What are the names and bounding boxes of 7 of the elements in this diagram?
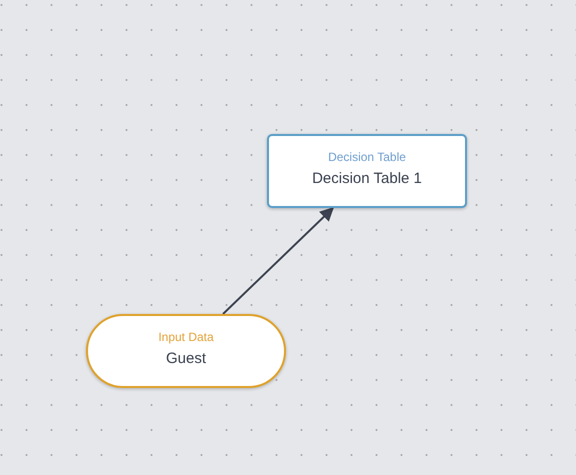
node-title: Guest [166,350,206,368]
node-type-label: Decision Table [328,150,406,165]
decision-table-box [267,134,467,208]
node-type-label: Input Data [158,330,214,345]
arrow [222,207,334,315]
node-title: Decision Table 1 [312,170,422,188]
input-data-pill [86,314,286,388]
